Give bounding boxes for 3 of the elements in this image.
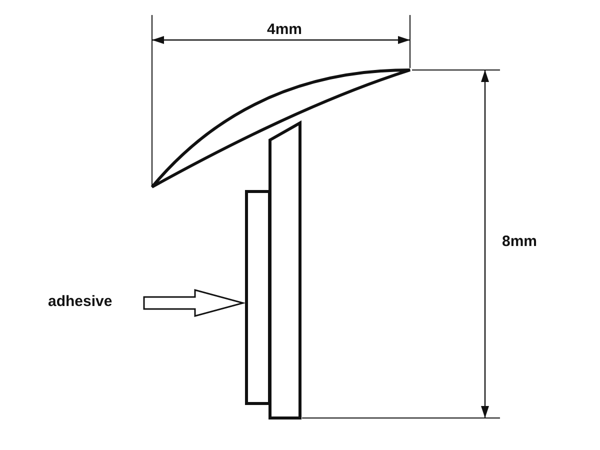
arrow [143, 289, 246, 317]
adhesive-strip [245, 190, 271, 405]
part-label: adhesive [48, 293, 112, 310]
